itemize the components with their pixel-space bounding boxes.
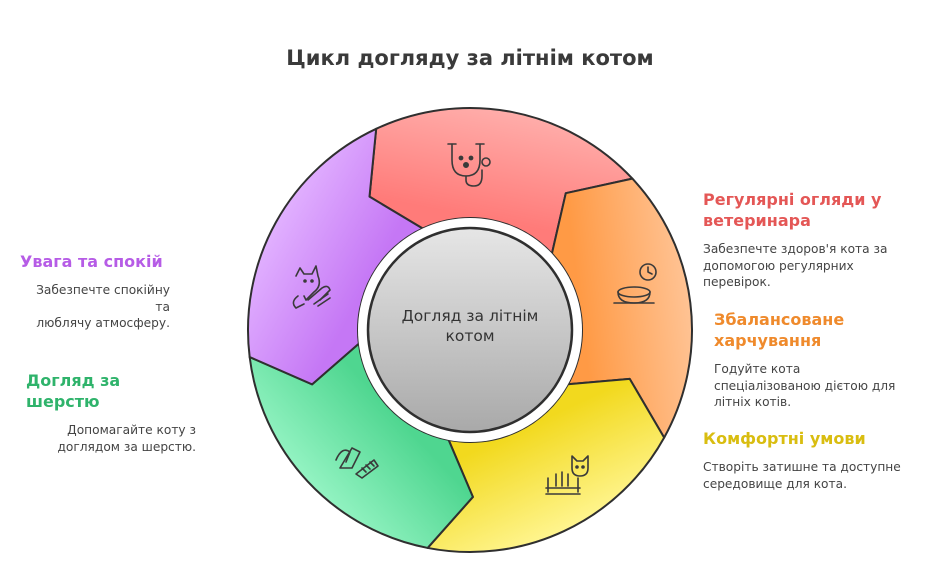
label-care-description: Забезпечте спокійну та люблячу атмосферу…	[36, 283, 170, 330]
label-vet-heading: Регулярні огляди у ветеринара	[703, 190, 882, 230]
label-coat-heading: Догляд за шерстю	[26, 371, 121, 411]
label-food-description: Годуйте кота спеціалізованою дієтою для …	[714, 362, 896, 409]
stethoscope-icon	[447, 143, 491, 187]
label-coat-care: Догляд за шерстю Допомагайте коту з догл…	[26, 370, 196, 455]
cat-bed-icon	[545, 455, 589, 495]
label-comfort: Комфортні умови Створіть затишне та дост…	[703, 428, 923, 492]
label-comfort-heading: Комфортні умови	[703, 429, 866, 448]
label-care-heading: Увага та спокій	[20, 252, 163, 271]
label-coat-description: Допомагайте коту з доглядом за шерстю.	[57, 423, 196, 454]
label-attention-calm: Увага та спокій Забезпечте спокійну та л…	[20, 251, 170, 332]
food-bowl-clock-icon	[613, 263, 657, 304]
hand-cat-icon	[292, 265, 331, 309]
label-comfort-description: Створіть затишне та доступне середовище …	[703, 460, 901, 491]
diagram-title: Цикл догляду за літнім котом	[286, 46, 654, 70]
label-vet-checkups: Регулярні огляди у ветеринара Забезпечте…	[703, 189, 913, 291]
center-label: Догляд за літнім котом	[401, 307, 539, 345]
center-circle	[366, 226, 574, 434]
label-vet-description: Забезпечте здоров'я кота за допомогою ре…	[703, 242, 888, 289]
grooming-brush-icon	[335, 447, 379, 479]
label-balanced-diet: Збалансоване харчування Годуйте кота спе…	[714, 309, 924, 411]
label-food-heading: Збалансоване харчування	[714, 310, 845, 350]
